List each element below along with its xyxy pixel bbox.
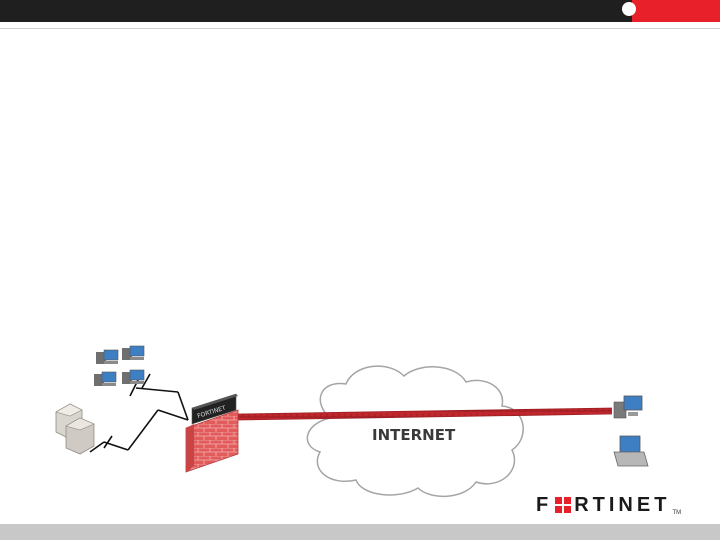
top-bar-accent [632, 0, 720, 22]
top-divider [0, 28, 720, 29]
workstation-icon [94, 345, 145, 386]
logo-text-left: F [536, 493, 553, 516]
vpn-tunnel [237, 407, 613, 421]
fortinet-logo: F RTINET TM [536, 493, 682, 517]
logo-text-right: RTINET [574, 493, 671, 516]
logo-o-mark-icon [555, 497, 572, 513]
internet-label: INTERNET [372, 426, 456, 444]
server-icon [55, 403, 95, 455]
firewall-icon: FORTINET [185, 393, 239, 473]
cloud-icon [306, 365, 524, 498]
top-bar [0, 0, 720, 22]
top-bar-dot [622, 2, 636, 16]
laptop-icon [613, 435, 649, 467]
bottom-bar [0, 524, 720, 540]
lan-wiring [89, 373, 189, 453]
logo-trademark: TM [672, 510, 682, 516]
desktop-icon [613, 395, 643, 419]
